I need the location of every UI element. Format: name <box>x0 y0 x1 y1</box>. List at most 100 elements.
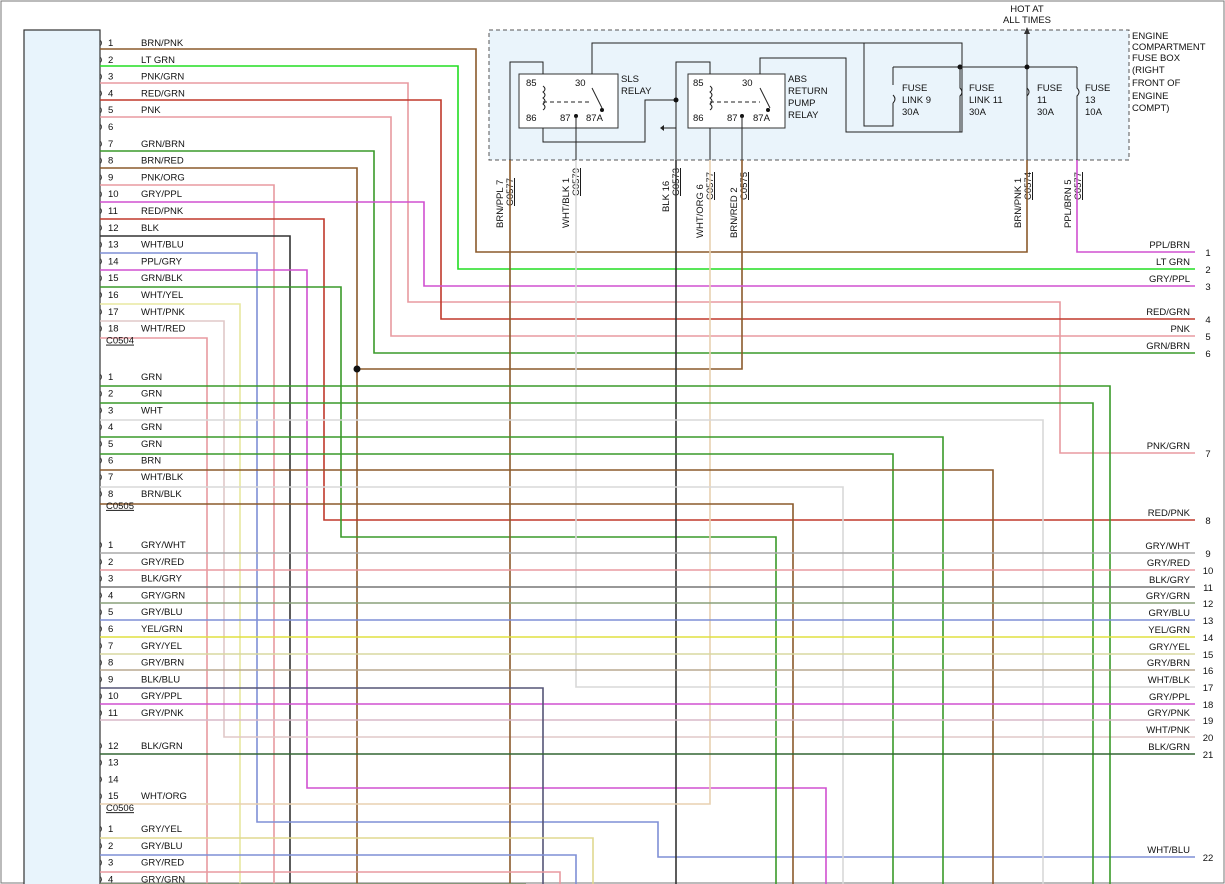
connector-pin-number: 3 <box>108 858 113 869</box>
relay-pin-label: 85 <box>526 78 537 89</box>
pin-terminal-icon <box>99 742 102 750</box>
output-pin-number: 16 <box>1203 666 1214 677</box>
connector-pin-label: PNK/ORG <box>141 172 185 183</box>
connector-pin-label: WHT/RED <box>141 324 185 335</box>
connector-pin-number: 2 <box>108 389 113 400</box>
connector-pin-label: GRY/GRN <box>141 590 185 601</box>
connector-pin-label: WHT/ORG <box>141 791 187 802</box>
connector-pin-label: GRY/BLU <box>141 841 183 852</box>
connector-id: C0506 <box>106 803 134 814</box>
pin-terminal-icon <box>99 56 102 64</box>
fuse-box-label-line: COMPARTMENT <box>1132 42 1206 53</box>
connector-pin-number: 4 <box>108 874 113 884</box>
drop-label-brn-red: BRN/RED 2 C0575 <box>729 172 750 238</box>
connector-pin-label: GRY/WHT <box>141 540 186 551</box>
pin-terminal-icon <box>99 490 102 498</box>
connector-pin-number: 6 <box>108 122 113 133</box>
pin-terminal-icon <box>99 776 102 783</box>
relay-coil-icon <box>709 85 713 111</box>
connector-pin-label: GRY/YEL <box>141 824 182 835</box>
output-wire-label: GRY/RED <box>1147 558 1190 569</box>
relay-pin-label: 86 <box>693 113 704 124</box>
wire <box>100 286 777 884</box>
wire <box>100 419 1044 884</box>
wire <box>100 82 1195 454</box>
output-pin-number: 5 <box>1205 332 1210 343</box>
connector-pin-label: GRN <box>141 389 162 400</box>
connector-pin-number: 17 <box>108 307 119 318</box>
pin-terminal-icon <box>99 876 102 883</box>
output-wire-label: GRN/BRN <box>1146 341 1190 352</box>
relay-wire <box>675 61 711 160</box>
connector-pin-number: 9 <box>108 674 113 685</box>
pin-terminal-icon <box>99 541 102 549</box>
relay-name: PUMP <box>788 98 815 109</box>
connector-pin-label: WHT <box>141 405 163 416</box>
pin-terminal-icon <box>99 575 102 582</box>
connector-pin-label: GRY/BRN <box>141 658 184 669</box>
connector-pin-label: BRN/BLK <box>141 489 182 500</box>
svg-text:BLK 16: BLK 16 <box>661 181 672 212</box>
connector-pin-number: 8 <box>108 156 113 167</box>
svg-text:C0577: C0577 <box>1073 172 1084 200</box>
svg-text:WHT/BLK 1: WHT/BLK 1 <box>561 178 572 228</box>
svg-text:WHT/ORG 6: WHT/ORG 6 <box>695 184 706 238</box>
output-wire-label: GRY/GRN <box>1146 591 1190 602</box>
hot-arrow-icon <box>1024 27 1030 34</box>
connector-pin-label: LT GRN <box>141 55 175 66</box>
pin-terminal-icon <box>99 190 102 198</box>
connector-pin-number: 7 <box>108 641 113 652</box>
pin-terminal-icon <box>99 608 102 616</box>
connector-pin-number: 3 <box>108 72 113 83</box>
connector-pin-number: 14 <box>108 256 119 267</box>
connector-pin-number: 13 <box>108 240 119 251</box>
pin-terminal-icon <box>99 692 102 700</box>
output-pin-number: 4 <box>1205 315 1210 326</box>
connector-pin-number: 13 <box>108 758 119 769</box>
hot-at-label: HOT AT <box>1010 4 1044 15</box>
wire <box>100 184 275 884</box>
relay-name: RELAY <box>621 86 652 97</box>
output-wire-label: GRY/BLU <box>1148 608 1190 619</box>
fuse-label: LINK 9 <box>902 95 931 106</box>
output-wire-label: GRY/WHT <box>1145 541 1190 552</box>
output-wire-label: PNK <box>1170 324 1190 335</box>
connector-pin-number: 3 <box>108 574 113 585</box>
connector-pin-number: 14 <box>108 774 119 785</box>
relay-switch-icon <box>759 87 771 109</box>
connector-pin-label: GRN <box>141 439 162 450</box>
drop-label-brn-ppl: BRN/PPL 7 C0577 <box>495 178 516 228</box>
fuse-label: LINK 11 <box>969 95 1003 106</box>
output-pin-number: 11 <box>1203 583 1213 594</box>
relay-feed-wire <box>591 42 963 133</box>
wire <box>100 150 1195 354</box>
output-wire-label: GRY/BRN <box>1147 658 1190 669</box>
pin-terminal-icon <box>99 825 102 833</box>
output-pin-number: 12 <box>1203 599 1214 610</box>
connector-pin-label: RED/PNK <box>141 206 184 217</box>
wire <box>100 269 827 884</box>
output-wire-label: GRY/PPL <box>1149 274 1190 285</box>
relay-pin-label: 87A <box>753 113 771 124</box>
pin-terminal-icon <box>99 291 102 299</box>
pin-terminal-icon <box>99 625 102 633</box>
connector-pin-number: 11 <box>108 206 118 217</box>
fuse-label: 11 <box>1037 95 1047 106</box>
output-wire-label: PNK/GRN <box>1147 441 1190 452</box>
hot-at-label: ALL TIMES <box>1003 15 1051 26</box>
wire <box>575 160 1195 688</box>
wire-layer <box>100 48 1195 884</box>
fuse-box-label-line: COMPT) <box>1132 103 1169 114</box>
relay-pin-label: 30 <box>575 78 586 89</box>
output-wire-label: WHT/BLU <box>1147 845 1190 856</box>
connector-pin-number: 2 <box>108 557 113 568</box>
relay-wire <box>509 61 544 160</box>
pin-terminal-icon <box>99 90 102 97</box>
connector-pin-number: 11 <box>108 708 118 719</box>
connector-pin-label: GRY/YEL <box>141 641 182 652</box>
output-wire-label: WHT/PNK <box>1146 725 1190 736</box>
pin-terminal-icon <box>99 224 102 232</box>
pin-terminal-icon <box>99 157 102 164</box>
